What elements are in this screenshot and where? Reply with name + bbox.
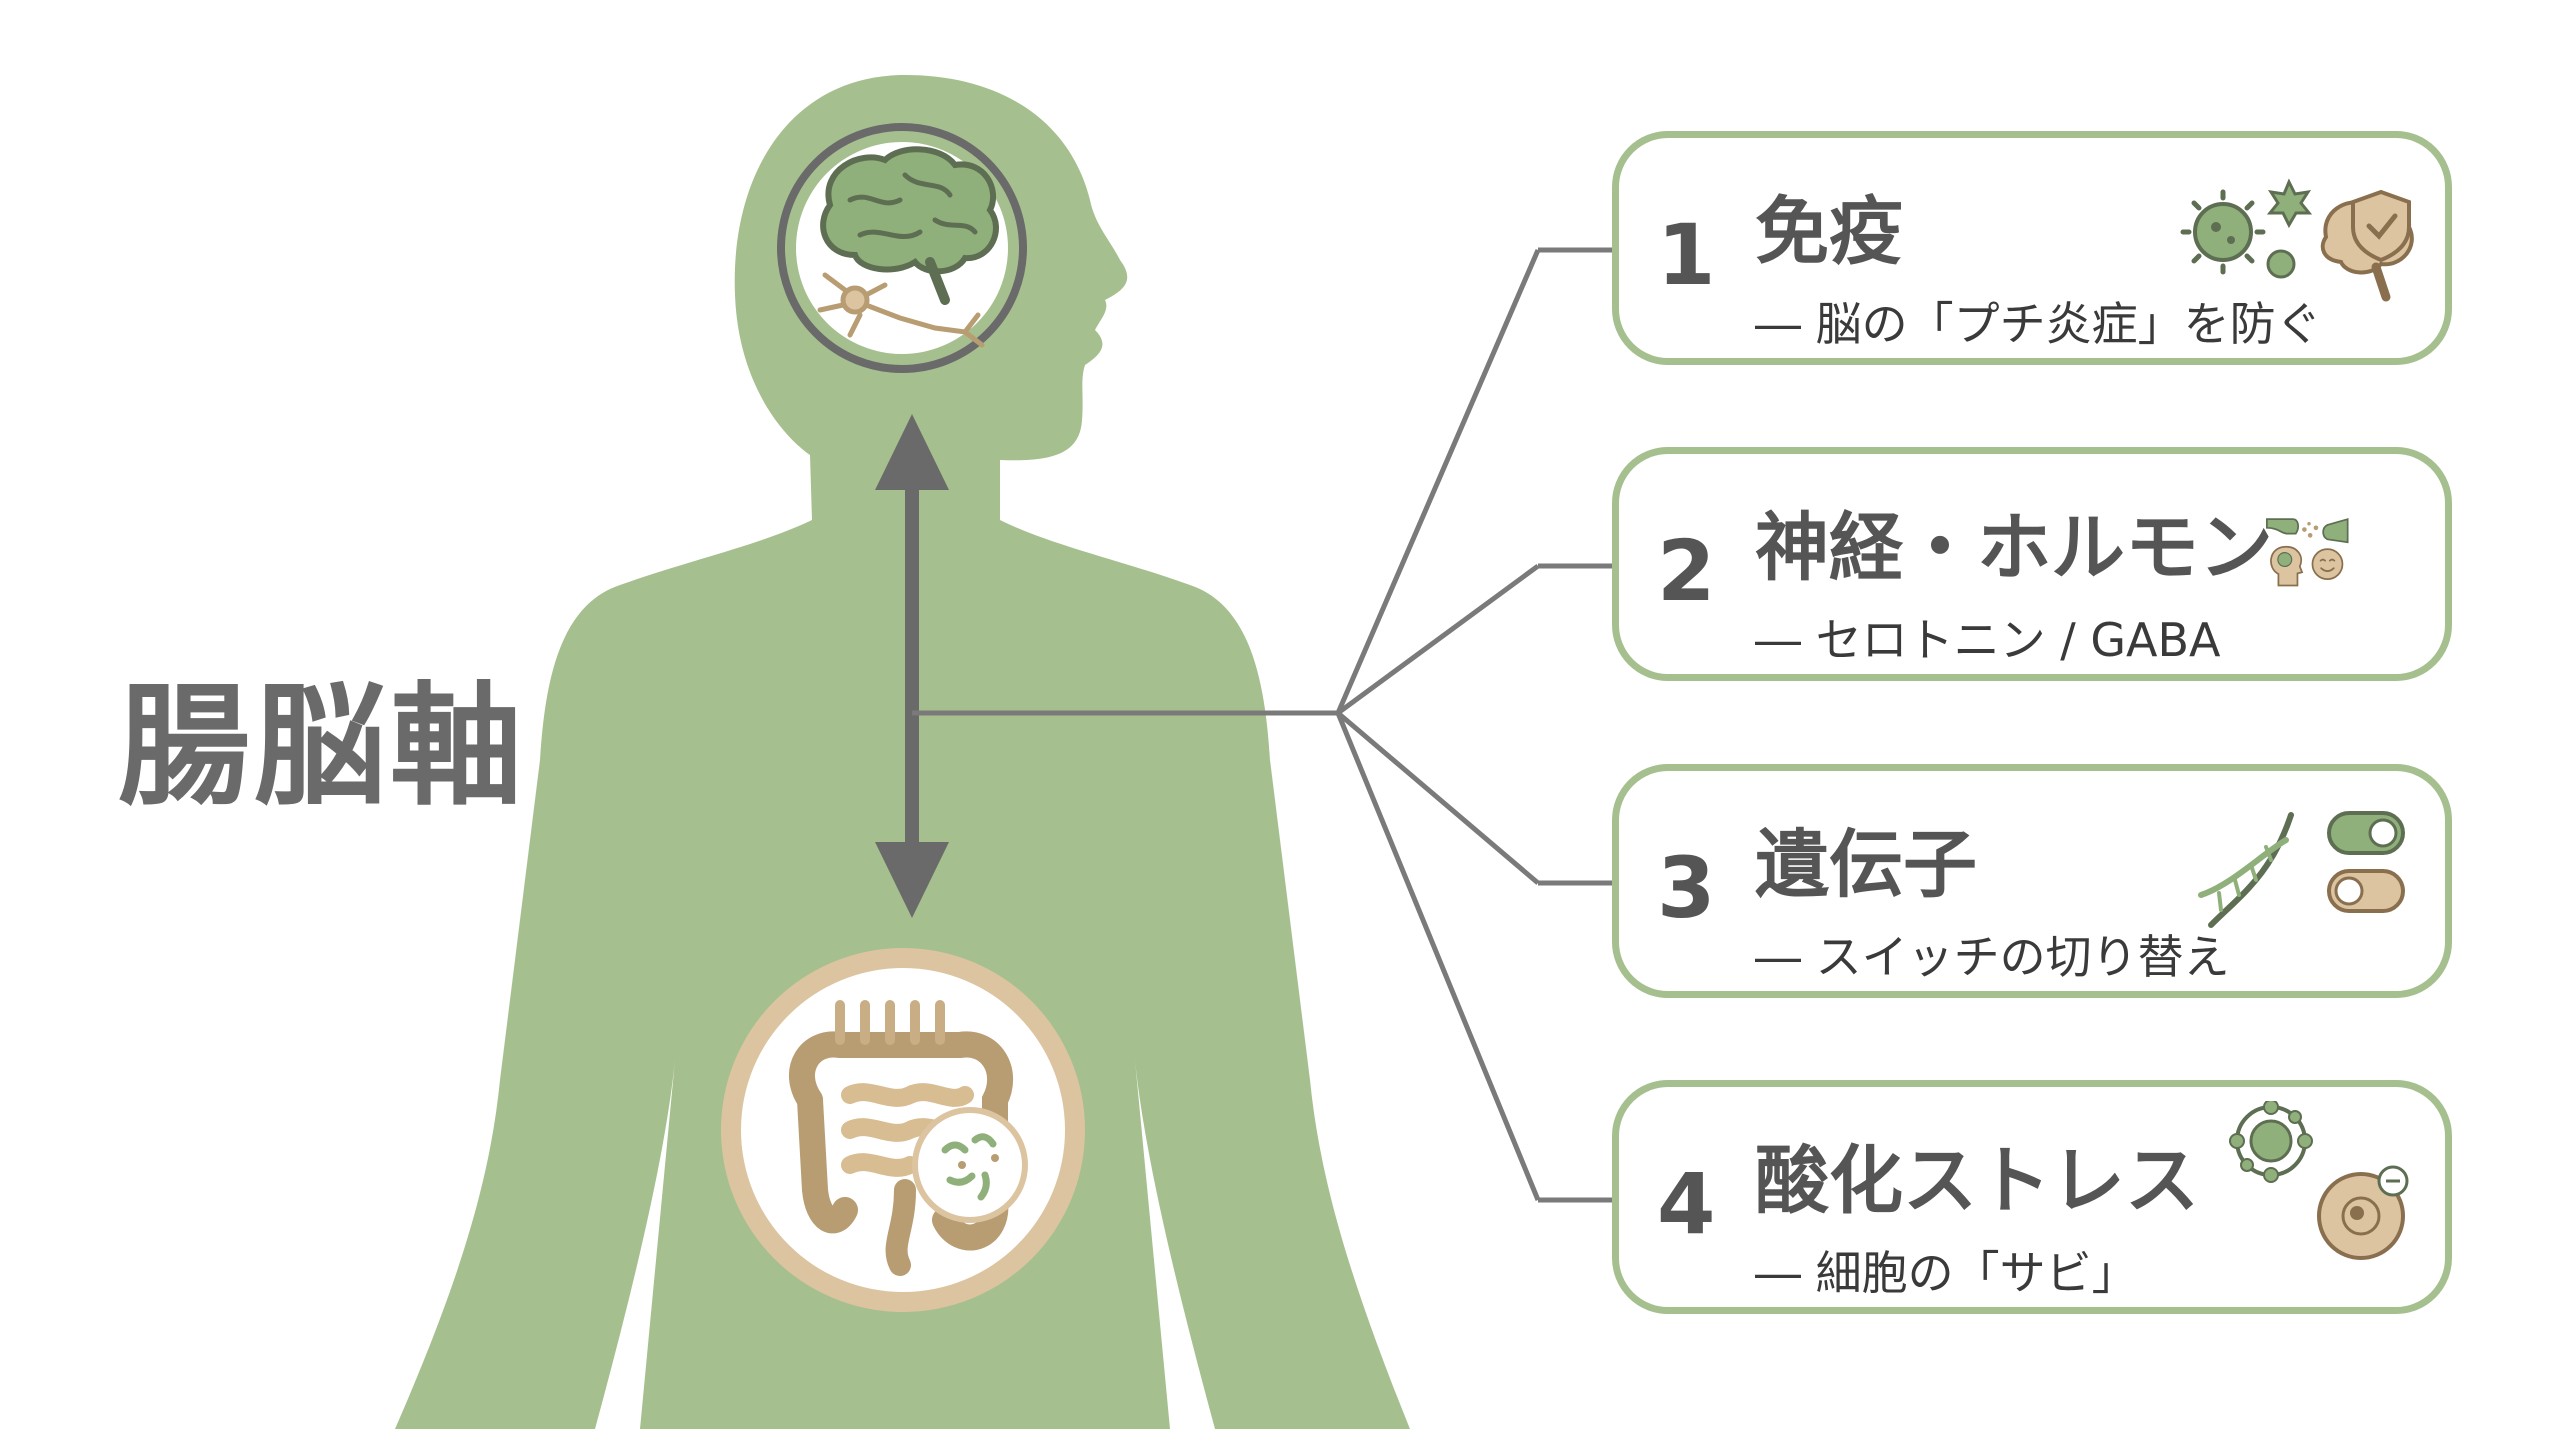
factor-card-oxidative-stress: 4 酸化ストレス ― 細胞の「サビ」 [1612, 1080, 2452, 1314]
germ-icon [2266, 178, 2313, 279]
head-brain-icon [2270, 545, 2304, 587]
smiley-icon [2311, 548, 2344, 581]
human-silhouette [395, 75, 1410, 1429]
shielded-brain-icon [2320, 189, 2414, 302]
bacteria-magnifier-icon [912, 1107, 1028, 1223]
dna-icon [2198, 812, 2294, 928]
card-title: 酸化ストレス [1755, 1138, 2199, 1224]
card-subtitle: ― スイッチの切り替え [1755, 930, 2230, 984]
virus-icon [2180, 189, 2266, 275]
card-title: 免疫 [1755, 189, 1903, 275]
rusted-cell-icon [2317, 1165, 2409, 1260]
gut-brain-arrow [875, 414, 949, 918]
factor-card-nerve-hormone: 2 神経・ホルモン ― セロトニン / GABA [1612, 447, 2452, 681]
card-subtitle: ― セロトニン / GABA [1755, 613, 2221, 667]
brain-circle [777, 123, 1027, 373]
card-subtitle: ― 脳の「プチ炎症」を防ぐ [1755, 297, 2322, 351]
factor-card-immunity: 1 免疫 ― 脳の「プチ炎症」を防ぐ [1612, 131, 2452, 365]
card-icons [2266, 518, 2349, 587]
molecule-icon [2229, 1101, 2313, 1183]
synapse-icon [2266, 518, 2349, 544]
intestine-icon [789, 1000, 1013, 1276]
toggle-switch-icon [2327, 811, 2405, 913]
neuron-icon [817, 272, 985, 348]
card-title: 遺伝子 [1755, 822, 1977, 908]
card-subtitle: ― 細胞の「サビ」 [1755, 1246, 2138, 1300]
card-icons [2198, 811, 2405, 928]
card-number: 2 [1657, 522, 1716, 620]
diagram-title: 腸脳軸 [118, 670, 526, 824]
connector-lines [912, 247, 1612, 1203]
card-icons [2180, 178, 2414, 302]
card-number: 1 [1657, 206, 1716, 304]
gut-circle [721, 948, 1085, 1312]
factor-card-genes: 3 遺伝子 ― スイッチの切り替え [1612, 764, 2452, 998]
card-number: 4 [1657, 1155, 1716, 1253]
card-icons [2229, 1101, 2409, 1260]
brain-icon [820, 146, 999, 305]
card-number: 3 [1657, 839, 1716, 937]
card-title: 神経・ホルモン [1755, 505, 2273, 591]
